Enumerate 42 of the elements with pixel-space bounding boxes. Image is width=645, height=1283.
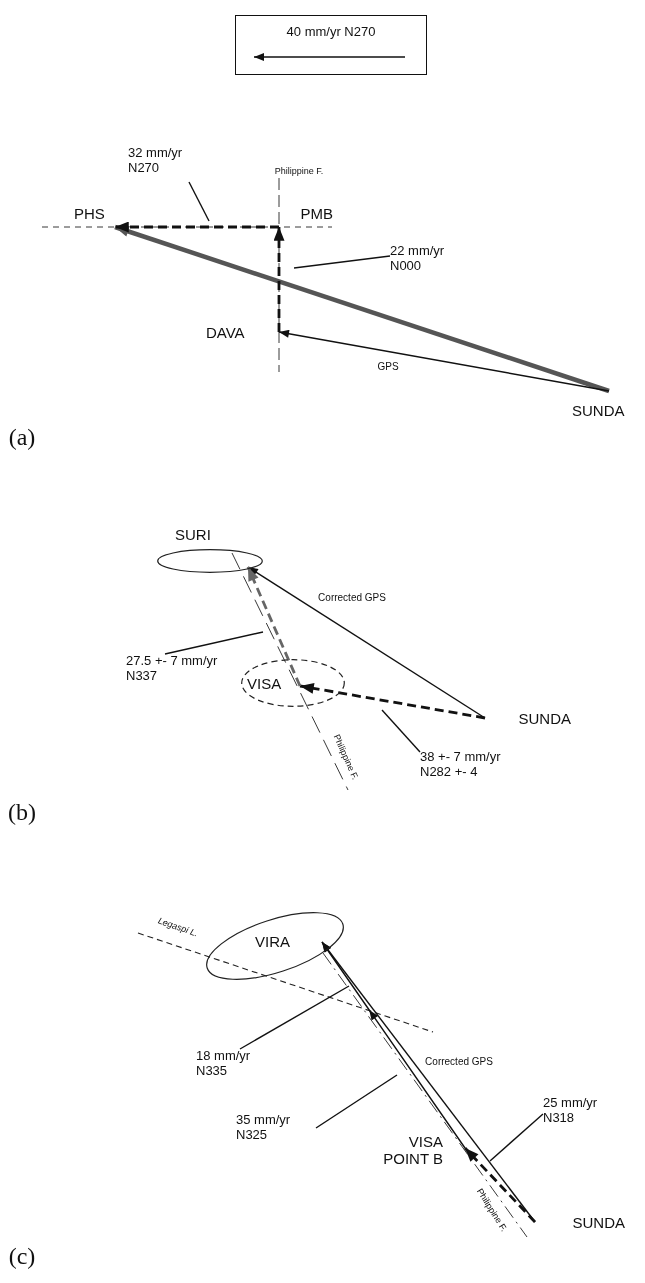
panel-label: (a): [8, 423, 36, 451]
arrow: [273, 227, 285, 332]
station-label: SUNDA: [518, 709, 571, 728]
leader-line: [188, 181, 210, 222]
velocity-label: 27.5 +- 7 mm/yr N337: [126, 654, 219, 684]
arrow: [114, 224, 610, 394]
station-label: SUNDA: [572, 401, 625, 419]
edge-label: Corrected GPS: [424, 1056, 494, 1068]
velocity-label: 32 mm/yr N270: [128, 146, 184, 176]
velocity-label: 38 +- 7 mm/yr N282 +- 4: [420, 750, 502, 780]
leader-line: [164, 631, 264, 655]
arrow: [246, 566, 302, 687]
station-label: SURI: [175, 526, 211, 544]
leader-line: [239, 985, 350, 1050]
scale-label: 40 mm/yr N270: [286, 25, 376, 40]
arrow: [464, 1147, 536, 1223]
leader-line: [381, 709, 421, 753]
station-label: PMB: [300, 205, 333, 223]
station-label: VISA POINT B: [382, 1132, 443, 1168]
arrow: [115, 221, 279, 233]
station-label: VISA: [247, 675, 282, 693]
station-label: VIRA: [255, 933, 290, 951]
arrow: [299, 682, 486, 720]
velocity-label: 18 mm/yr N335: [196, 1049, 252, 1079]
velocity-label: 35 mm/yr N325: [236, 1113, 292, 1143]
station-label: DAVA: [206, 324, 245, 342]
edge-label: Corrected GPS: [317, 592, 387, 604]
edge-label: GPS: [376, 361, 400, 373]
velocity-label: 22 mm/yr N000: [390, 244, 446, 274]
leader-line: [489, 1113, 544, 1162]
leader-line: [293, 255, 391, 269]
fault-label: Legaspi L.: [156, 915, 200, 939]
station-label: SUNDA: [572, 1213, 625, 1232]
fault-label: Philippine F.: [274, 166, 324, 176]
velocity-label: 25 mm/yr N318: [543, 1096, 599, 1126]
scale-box: [235, 15, 427, 75]
arrow: [278, 329, 610, 392]
panel-label: (c): [8, 1242, 36, 1270]
arrow: [321, 941, 466, 1149]
panel-label: (b): [8, 798, 36, 826]
leader-line: [315, 1074, 398, 1129]
station-label: PHS: [74, 205, 105, 223]
